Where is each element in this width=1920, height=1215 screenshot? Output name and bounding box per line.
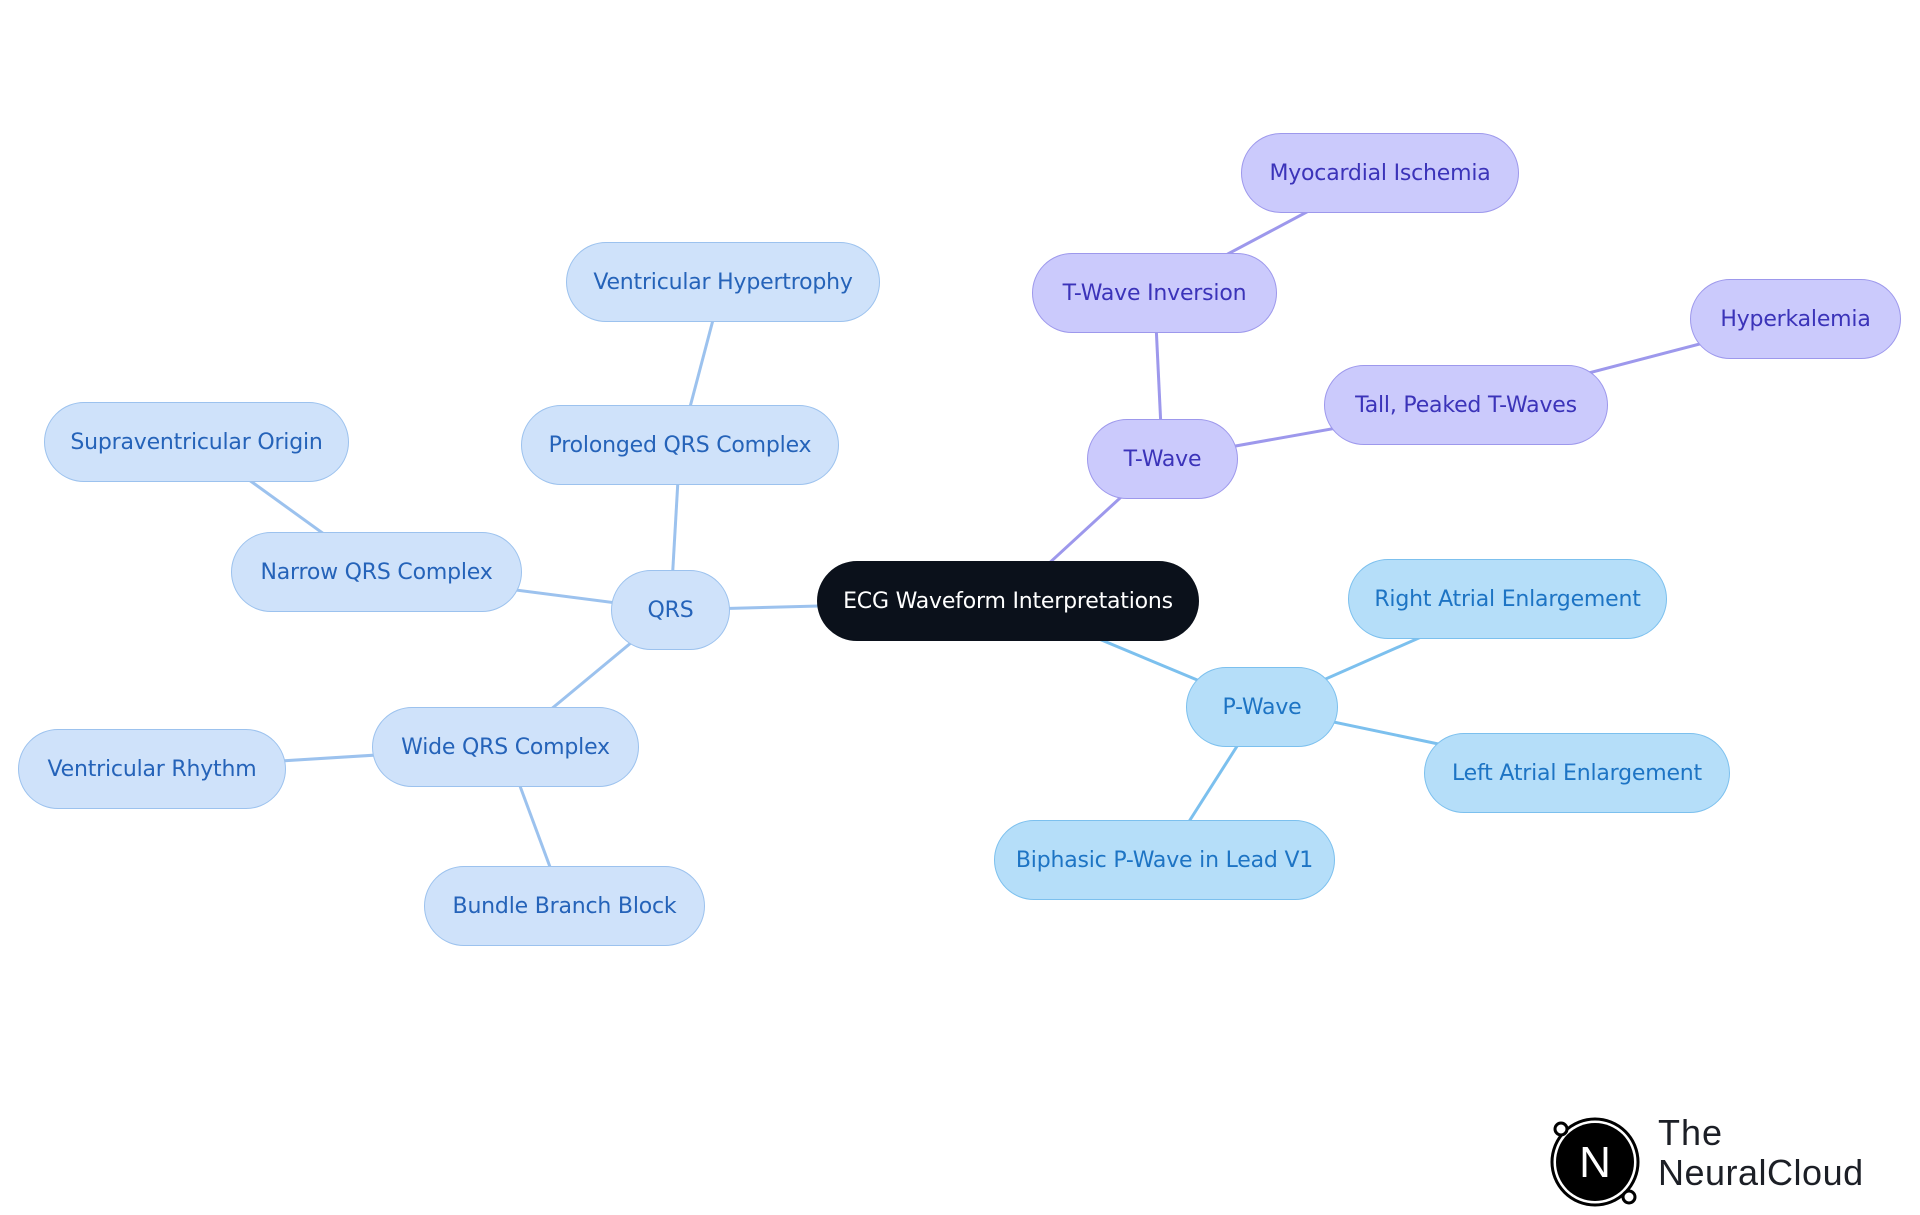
wide-qrs-node: Wide QRS Complex bbox=[372, 707, 639, 787]
qrs-node: QRS bbox=[611, 570, 730, 650]
p-wave-node: P-Wave bbox=[1186, 667, 1338, 747]
t-wave-node: T-Wave bbox=[1087, 419, 1238, 499]
logo-line-2: NeuralCloud bbox=[1658, 1152, 1864, 1193]
biphasic-p-wave-node: Biphasic P-Wave in Lead V1 bbox=[994, 820, 1335, 900]
t-wave-inversion-node: T-Wave Inversion bbox=[1032, 253, 1277, 333]
hyperkalemia-node: Hyperkalemia bbox=[1690, 279, 1901, 359]
prolonged-qrs-node: Prolonged QRS Complex bbox=[521, 405, 839, 485]
root-node: ECG Waveform Interpretations bbox=[817, 561, 1199, 641]
neuralcloud-logo: N The NeuralCloud bbox=[1548, 1111, 1908, 1207]
ventricular-hypertrophy-node: Ventricular Hypertrophy bbox=[566, 242, 880, 322]
myocardial-ischemia-node: Myocardial Ischemia bbox=[1241, 133, 1519, 213]
neuralcloud-wordmark: The NeuralCloud bbox=[1658, 1115, 1864, 1191]
right-atrial-enlargement-node: Right Atrial Enlargement bbox=[1348, 559, 1667, 639]
logo-line-1: The bbox=[1658, 1112, 1724, 1153]
ventricular-rhythm-node: Ventricular Rhythm bbox=[18, 729, 286, 809]
supraventricular-origin-node: Supraventricular Origin bbox=[44, 402, 349, 482]
neuralcloud-logo-icon: N bbox=[1550, 1117, 1640, 1207]
bundle-branch-block-node: Bundle Branch Block bbox=[424, 866, 705, 946]
narrow-qrs-node: Narrow QRS Complex bbox=[231, 532, 522, 612]
tall-peaked-t-waves-node: Tall, Peaked T-Waves bbox=[1324, 365, 1608, 445]
svg-text:N: N bbox=[1579, 1138, 1611, 1187]
left-atrial-enlargement-node: Left Atrial Enlargement bbox=[1424, 733, 1730, 813]
